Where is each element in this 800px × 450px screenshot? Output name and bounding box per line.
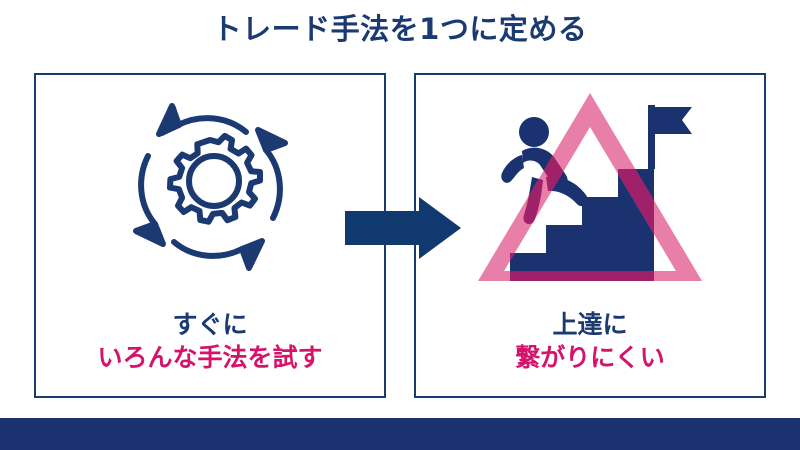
panel-left: すぐに いろんな手法を試す <box>34 73 386 398</box>
panel-right-caption: 上達に 繋がりにくい <box>416 308 764 374</box>
warning-triangle-shape <box>478 92 702 281</box>
cycle-gear-icon <box>133 103 288 271</box>
right-arrow-icon <box>345 197 461 259</box>
page-title: トレード手法を1つに定める <box>212 12 588 46</box>
panel-left-caption-line1: すぐに <box>172 310 248 339</box>
panel-left-icon-area <box>36 87 384 287</box>
panel-right-caption-line2: 繋がりにくい <box>515 343 665 372</box>
stairs-warning-icon <box>478 92 702 281</box>
panel-right-icon-area <box>416 87 764 287</box>
staircase-shape <box>510 168 654 281</box>
panel-left-caption-line2: いろんな手法を試す <box>97 343 323 372</box>
panel-right: 上達に 繋がりにくい <box>414 73 766 398</box>
bottom-bar <box>0 418 800 450</box>
panel-left-caption: すぐに いろんな手法を試す <box>36 308 384 374</box>
flag-icon <box>648 104 692 169</box>
panel-right-caption-line1: 上達に <box>552 310 628 339</box>
